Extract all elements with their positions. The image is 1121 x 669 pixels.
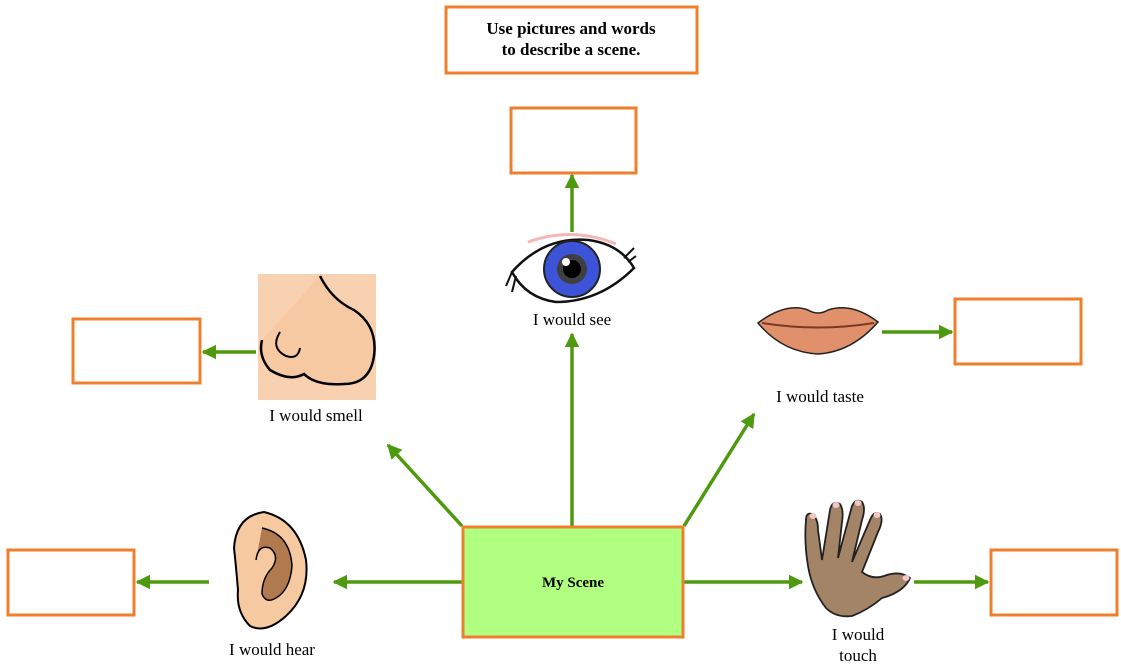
smell-label: I would smell <box>269 406 363 425</box>
instruction-line-2: to describe a scene. <box>502 40 641 59</box>
taste-answer-box[interactable] <box>955 299 1081 364</box>
ear-icon <box>234 512 307 628</box>
center-label: My Scene <box>542 575 604 591</box>
see-answer-box[interactable] <box>511 108 636 173</box>
center-box: My Scene <box>463 527 683 637</box>
arrow-center-to-nose <box>388 445 462 526</box>
arrow-center-to-lips <box>684 414 754 526</box>
hand-icon <box>805 500 910 616</box>
instruction-line-1: Use pictures and words <box>486 19 656 38</box>
smell-answer-box[interactable] <box>73 319 200 383</box>
nose-icon <box>258 274 376 400</box>
eye-icon <box>506 234 636 302</box>
see-label: I would see <box>533 310 611 329</box>
touch-label-line-2: touch <box>839 646 877 665</box>
hear-label: I would hear <box>229 640 315 659</box>
touch-answer-box[interactable] <box>991 550 1117 615</box>
lips-icon <box>758 308 878 354</box>
instruction-box: Use pictures and words to describe a sce… <box>446 7 697 73</box>
touch-label-line-1: I would <box>832 625 885 644</box>
taste-label: I would taste <box>776 387 864 406</box>
hear-answer-box[interactable] <box>8 550 134 615</box>
